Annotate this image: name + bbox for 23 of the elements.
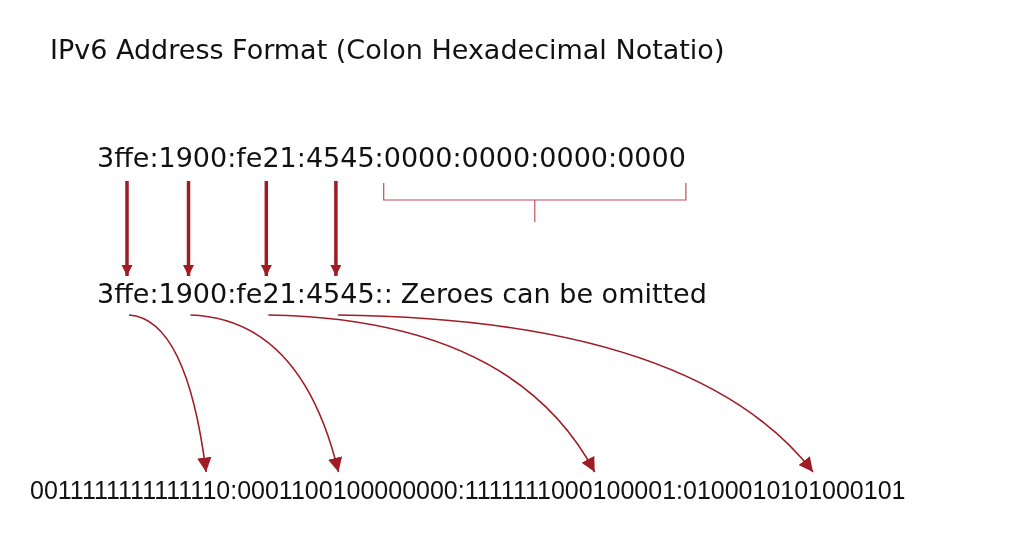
curved-arrow — [128, 314, 212, 473]
title: IPv6 Address Format (Colon Hexadecimal Notatio) — [50, 34, 725, 65]
curved-arrow — [189, 314, 342, 473]
hex-group: 1900: — [158, 142, 237, 173]
note-text: Zeroes can be omitted — [400, 278, 707, 309]
hex-group: 4545: — [305, 142, 384, 173]
hex-group: fe21: — [236, 142, 306, 173]
down-arrow — [260, 181, 272, 276]
hex-group: fe21: — [236, 278, 306, 309]
binary-group: 0011111111111110: — [30, 476, 238, 505]
curved-arrow — [267, 314, 596, 473]
hex-group: 1900: — [158, 278, 237, 309]
hex-group: 3ffe: — [97, 278, 159, 309]
binary-group: 1111111000100001: — [464, 476, 683, 505]
hex-group: 3ffe: — [97, 142, 159, 173]
down-arrow — [330, 181, 342, 276]
binary-group: 0100010101000101 — [683, 476, 906, 505]
zero-groups: 0000:0000:0000:0000 — [383, 142, 686, 173]
down-arrow — [182, 181, 195, 276]
binary-group: 0001100100000000: — [237, 476, 465, 505]
hex-group: 4545:: — [305, 278, 393, 309]
curved-arrow — [337, 314, 814, 473]
down-arrow — [121, 181, 133, 276]
